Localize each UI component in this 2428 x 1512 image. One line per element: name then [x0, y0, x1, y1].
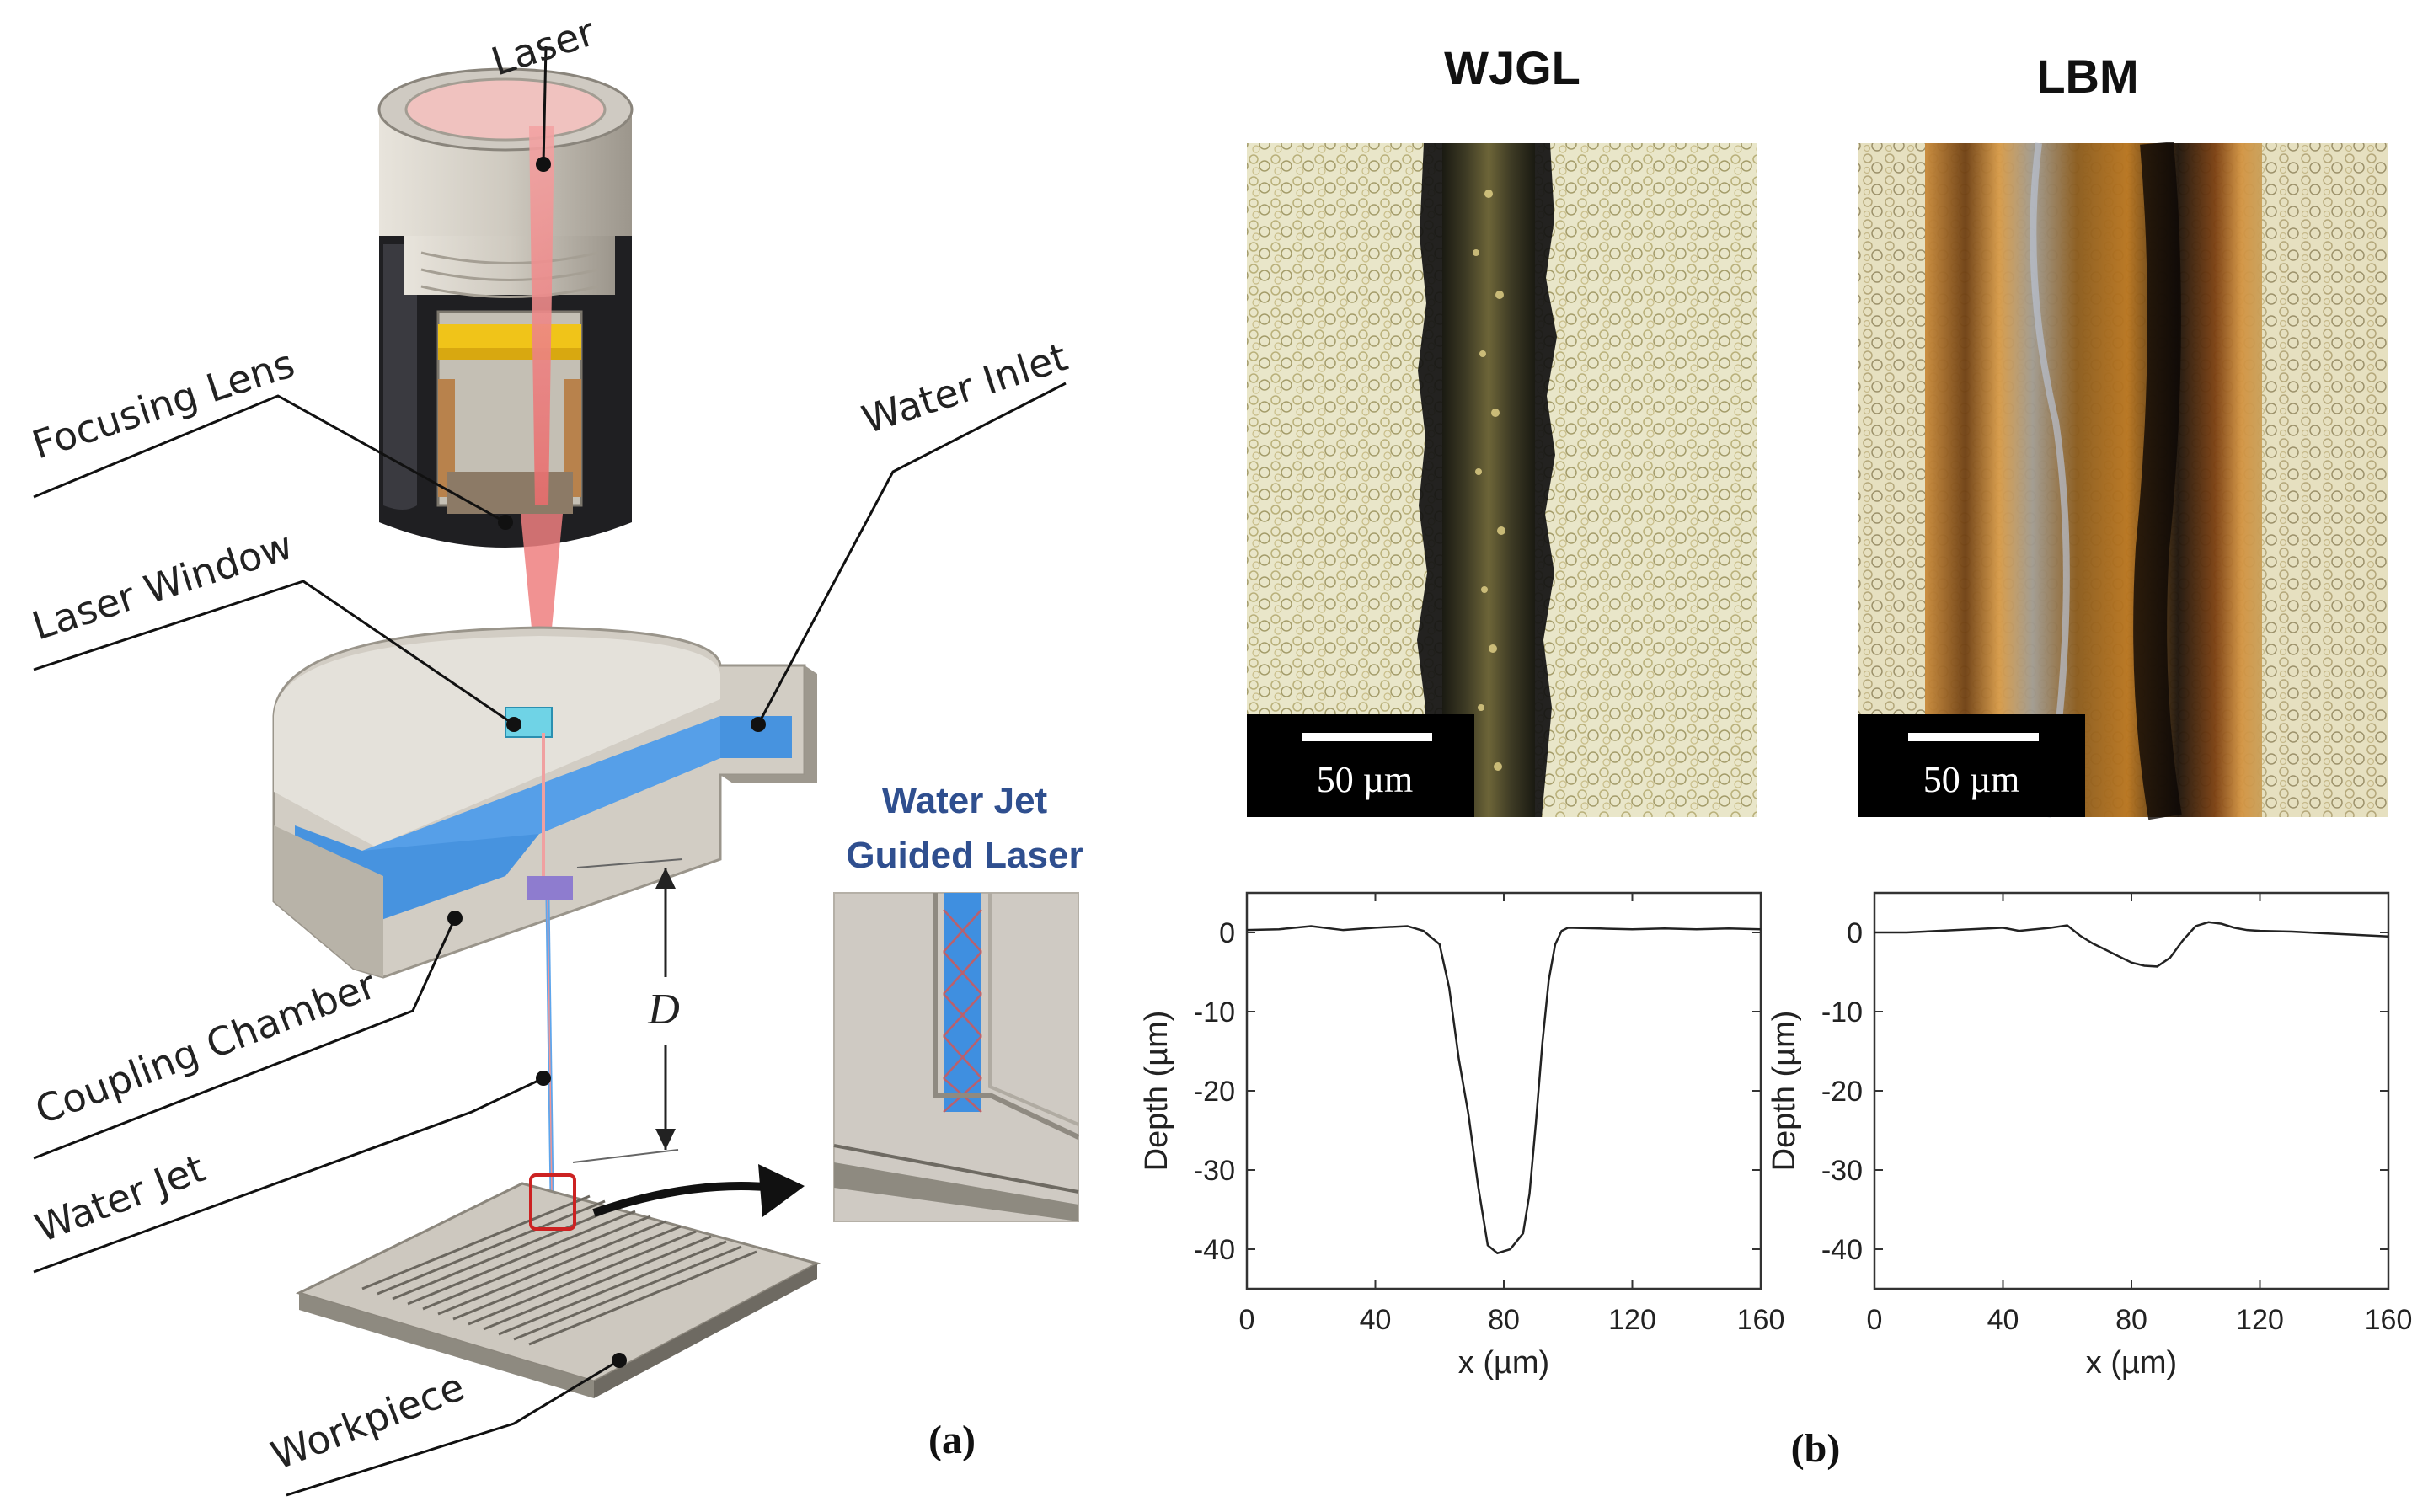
y-tick-label: 0 — [1219, 917, 1235, 949]
micrograph-lbm: 50 µm — [1858, 142, 2388, 820]
x-tick-label: 0 — [1239, 1304, 1255, 1336]
distance-dimension: D — [572, 858, 695, 1163]
x-axis-label: x (µm) — [1458, 1345, 1549, 1381]
inset-arrow — [592, 1182, 776, 1217]
inset-water-jet-guided-laser: Water Jet Guided Laser — [833, 780, 1083, 1222]
y-axis-label: Depth (µm) — [1139, 1011, 1174, 1172]
y-tick-label: -20 — [1821, 1076, 1863, 1108]
micrograph-title-lbm: LBM — [2036, 50, 2138, 103]
x-tick-label: 80 — [1488, 1304, 1520, 1336]
y-tick-label: -10 — [1821, 996, 1863, 1028]
callout-leaders — [33, 45, 1067, 1497]
x-axis-label: x (µm) — [2086, 1345, 2177, 1381]
panel-b: WJGL LBM 50 µm 50 µm — [1139, 41, 2412, 1471]
workpiece — [295, 1173, 821, 1398]
panel-a-diagram: D — [27, 8, 1083, 1497]
depth-profile-line-wjgl — [1246, 925, 1762, 1255]
panel-b-label: (b) — [1791, 1426, 1841, 1471]
y-tick-label: -10 — [1194, 996, 1235, 1028]
process-zone-highlight — [529, 1173, 576, 1231]
x-tick-label: 0 — [1867, 1304, 1883, 1336]
y-tick-label: 0 — [1847, 917, 1863, 949]
laser-head — [377, 67, 634, 708]
depth-profile-chart-lbm: 0 40 80 120 160 0 -10 -20 -30 -40 x (µm) Depth (µm) — [1767, 891, 2413, 1381]
y-tick-label: -40 — [1821, 1234, 1863, 1266]
coupling-chamber — [272, 626, 817, 979]
callout-water-jet: Water Jet — [29, 1145, 211, 1251]
distance-label: D — [647, 986, 680, 1034]
scale-bar-lbm: 50 µm — [1923, 759, 2020, 800]
callout-laser-window: Laser Window — [27, 522, 298, 649]
y-tick-label: -20 — [1194, 1076, 1235, 1108]
y-tick-label: -40 — [1194, 1234, 1235, 1266]
scale-bar-wjgl: 50 µm — [1317, 759, 1414, 800]
plot-area-lbm — [1873, 891, 2390, 1290]
x-tick-label: 40 — [1987, 1304, 2019, 1336]
x-tick-label: 160 — [2365, 1304, 2413, 1336]
y-tick-label: -30 — [1821, 1155, 1863, 1187]
depth-profile-chart-wjgl: 0 40 80 120 160 0 -10 -20 -30 -40 x (µm) Depth (µm) — [1139, 891, 1785, 1381]
x-tick-label: 120 — [2236, 1304, 2284, 1336]
callout-water-inlet: Water Inlet — [857, 334, 1073, 442]
depth-profile-line-lbm — [1874, 921, 2389, 968]
x-tick-label: 120 — [1608, 1304, 1656, 1336]
callout-coupling-chamber: Coupling Chamber — [29, 962, 382, 1134]
micrograph-title-wjgl: WJGL — [1444, 41, 1580, 94]
plot-area-wjgl — [1245, 891, 1762, 1290]
x-tick-label: 80 — [2115, 1304, 2147, 1336]
callout-workpiece: Workpiece — [265, 1364, 471, 1479]
y-axis-label: Depth (µm) — [1767, 1011, 1802, 1172]
callout-dots — [447, 157, 766, 1368]
x-tick-label: 160 — [1737, 1304, 1785, 1336]
x-tick-label: 40 — [1360, 1304, 1392, 1336]
panel-a-label: (a) — [928, 1418, 976, 1462]
inset-title-line1: Water Jet — [882, 780, 1048, 821]
inset-title-line2: Guided Laser — [846, 835, 1083, 876]
water-jet — [542, 733, 554, 1197]
micrograph-wjgl: 50 µm — [1247, 143, 1757, 817]
y-tick-label: -30 — [1194, 1155, 1235, 1187]
inset-arrowhead — [758, 1164, 805, 1217]
